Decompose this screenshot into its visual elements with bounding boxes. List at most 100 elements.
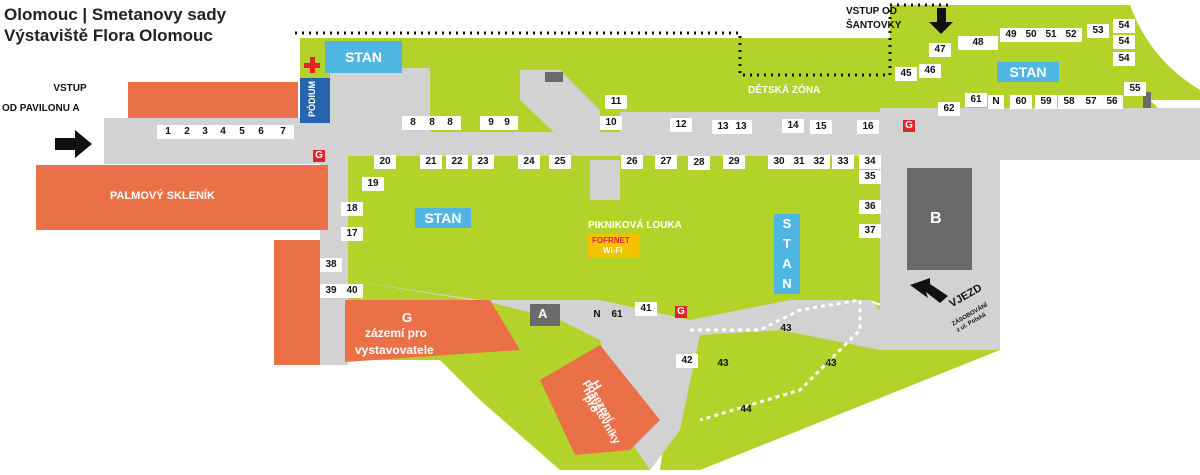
palmovy-sklenik-label: PALMOVÝ SKLENÍK xyxy=(110,190,215,202)
zone-b-label: B xyxy=(930,210,942,227)
stall-45: 45 xyxy=(895,67,917,81)
zone-a-label: A xyxy=(538,306,548,321)
stall-48: 48 xyxy=(958,36,998,50)
stall-30: 30 xyxy=(768,155,790,169)
stall-6: 6 xyxy=(250,125,272,139)
stall-37: 37 xyxy=(859,224,881,238)
stall-58: 58 xyxy=(1058,95,1080,109)
stall-35: 35 xyxy=(859,170,881,184)
stall-33: 33 xyxy=(832,155,854,169)
stall-8b: 8 xyxy=(421,116,443,130)
stall-53: 53 xyxy=(1087,24,1109,38)
stall-17: 17 xyxy=(341,227,363,241)
g-marker-3: G xyxy=(675,306,687,318)
stall-44: 44 xyxy=(740,404,752,415)
stall-61b: 61 xyxy=(611,309,623,320)
stan-center: STAN xyxy=(415,208,471,228)
stall-27: 27 xyxy=(655,155,677,169)
path-north-mid xyxy=(520,70,600,138)
stall-20: 20 xyxy=(374,155,396,169)
stan-east: STAN xyxy=(997,62,1059,82)
stall-3: 3 xyxy=(194,125,216,139)
n-label-south: N xyxy=(593,309,601,320)
g-marker-2: G xyxy=(903,120,915,132)
path-detska-row xyxy=(620,112,890,136)
building-west-south xyxy=(274,240,320,365)
stall-1: 1 xyxy=(157,125,179,139)
zone-g-text-2: vystavovatele xyxy=(355,343,434,357)
stall-5: 5 xyxy=(231,125,253,139)
stall-52: 52 xyxy=(1060,28,1082,42)
stall-9b: 9 xyxy=(496,116,518,130)
entrance-santovky-label-2: ŠANTOVKY xyxy=(846,20,902,31)
zone-g-text-1: zázemí pro xyxy=(365,326,428,340)
g-marker-1: G xyxy=(313,150,325,162)
stall-54c: 54 xyxy=(1113,52,1135,66)
stall-47: 47 xyxy=(929,43,951,57)
stall-49: 49 xyxy=(1000,28,1022,42)
stall-7: 7 xyxy=(272,125,294,139)
stan-top: STAN xyxy=(325,41,402,73)
stall-59: 59 xyxy=(1035,95,1057,109)
zone-b xyxy=(907,168,972,270)
stall-8c: 8 xyxy=(439,116,461,130)
wifi-label-1: FOFRNET xyxy=(592,236,630,245)
stall-42: 42 xyxy=(676,354,698,368)
stall-38: 38 xyxy=(320,258,342,272)
building-palmovy-sklenik xyxy=(36,165,328,230)
stall-8a: 8 xyxy=(402,116,424,130)
stall-60: 60 xyxy=(1010,95,1032,109)
stall-32: 32 xyxy=(808,155,830,169)
stall-34: 34 xyxy=(859,155,881,169)
stall-25: 25 xyxy=(549,155,571,169)
stall-43c: 43 xyxy=(825,358,837,369)
stall-26: 26 xyxy=(621,155,643,169)
stall-57: 57 xyxy=(1080,95,1102,109)
stall-50: 50 xyxy=(1020,28,1042,42)
stall-62: 62 xyxy=(938,102,960,116)
piknikova-louka-label: PIKNIKOVÁ LOUKA xyxy=(588,220,682,231)
stall-21: 21 xyxy=(420,155,442,169)
stall-24: 24 xyxy=(518,155,540,169)
stall-43b: 43 xyxy=(717,358,729,369)
building-h xyxy=(540,345,660,455)
stall-29: 29 xyxy=(723,155,745,169)
stall-11: 11 xyxy=(605,95,627,109)
boundary-dots xyxy=(295,3,950,77)
title-line-1: Olomouc | Smetanovy sady xyxy=(4,5,227,24)
fence-1 xyxy=(690,298,862,422)
podium xyxy=(300,78,330,123)
stall-54b: 54 xyxy=(1113,35,1135,49)
detska-zona-label: DĚTSKÁ ZÓNA xyxy=(748,85,821,96)
stall-2: 2 xyxy=(176,125,198,139)
building-pavilon xyxy=(128,82,298,118)
stall-19: 19 xyxy=(362,177,384,191)
stall-15: 15 xyxy=(810,120,832,134)
n-label-east: N xyxy=(988,95,1004,109)
stall-61a: 61 xyxy=(965,93,987,107)
stall-36: 36 xyxy=(859,200,881,214)
arrow-east xyxy=(910,278,948,303)
dark-block-2 xyxy=(1143,92,1151,108)
building-g xyxy=(345,300,520,362)
wifi-label-2: Wi-Fi xyxy=(603,246,623,255)
podium-label: PÓDIUM xyxy=(307,81,317,117)
stall-54a: 54 xyxy=(1113,19,1135,33)
entrance-pavilon-label: VSTUP xyxy=(53,83,87,94)
stall-18: 18 xyxy=(341,202,363,216)
stall-12: 12 xyxy=(670,118,692,132)
zone-a xyxy=(530,304,560,326)
stall-43a: 43 xyxy=(780,323,792,334)
white-corner xyxy=(1130,5,1200,90)
arrow-north xyxy=(929,8,953,34)
entrance-pavilon-label-2: OD PAVILONU A xyxy=(2,103,80,114)
title-line-2: Výstaviště Flora Olomouc xyxy=(4,26,213,45)
stall-23: 23 xyxy=(472,155,494,169)
entrance-santovky-label: VSTUP OD xyxy=(846,6,897,17)
stall-10: 10 xyxy=(600,116,622,130)
stall-55: 55 xyxy=(1124,82,1146,96)
stall-14: 14 xyxy=(782,119,804,133)
stall-13a: 13 xyxy=(712,120,734,134)
stall-40: 40 xyxy=(341,284,363,298)
red-cross-h xyxy=(304,63,320,68)
